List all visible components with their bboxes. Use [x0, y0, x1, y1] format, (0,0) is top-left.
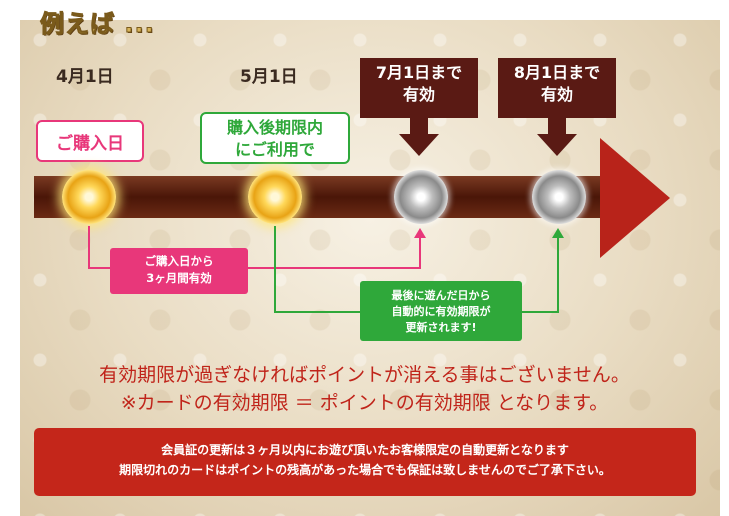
three-month-valid-note: ご購入日から 3ヶ月間有効: [110, 248, 248, 294]
renewal-notice-line2: 期限切れのカードはポイントの残高があった場合でも保証は致しませんのでご了承下さい…: [34, 460, 696, 480]
auto-renewal-note: 最後に遊んだ日から 自動的に有効期限が 更新されます!: [360, 281, 522, 341]
green-note-line3: 更新されます!: [360, 320, 522, 336]
renewal-notice-box: 会員証の更新は３ヶ月以内にお遊び頂いたお客様限定の自動更新となります 期限切れの…: [34, 428, 696, 496]
card-expiry-note: ※カードの有効期限 ＝ ポイントの有効期限 となります。: [0, 388, 729, 415]
pink-arrowhead-icon: [414, 228, 426, 238]
pink-note-line1: ご購入日から: [110, 253, 248, 270]
renewal-notice-line1: 会員証の更新は３ヶ月以内にお遊び頂いたお客様限定の自動更新となります: [34, 440, 696, 460]
green-arrowhead-icon: [552, 228, 564, 238]
points-expiry-note: 有効期限が過ぎなければポイントが消える事はございません。: [0, 360, 729, 387]
green-note-line2: 自動的に有効期限が: [360, 304, 522, 320]
green-note-line1: 最後に遊んだ日から: [360, 288, 522, 304]
pink-note-line2: 3ヶ月間有効: [110, 270, 248, 287]
